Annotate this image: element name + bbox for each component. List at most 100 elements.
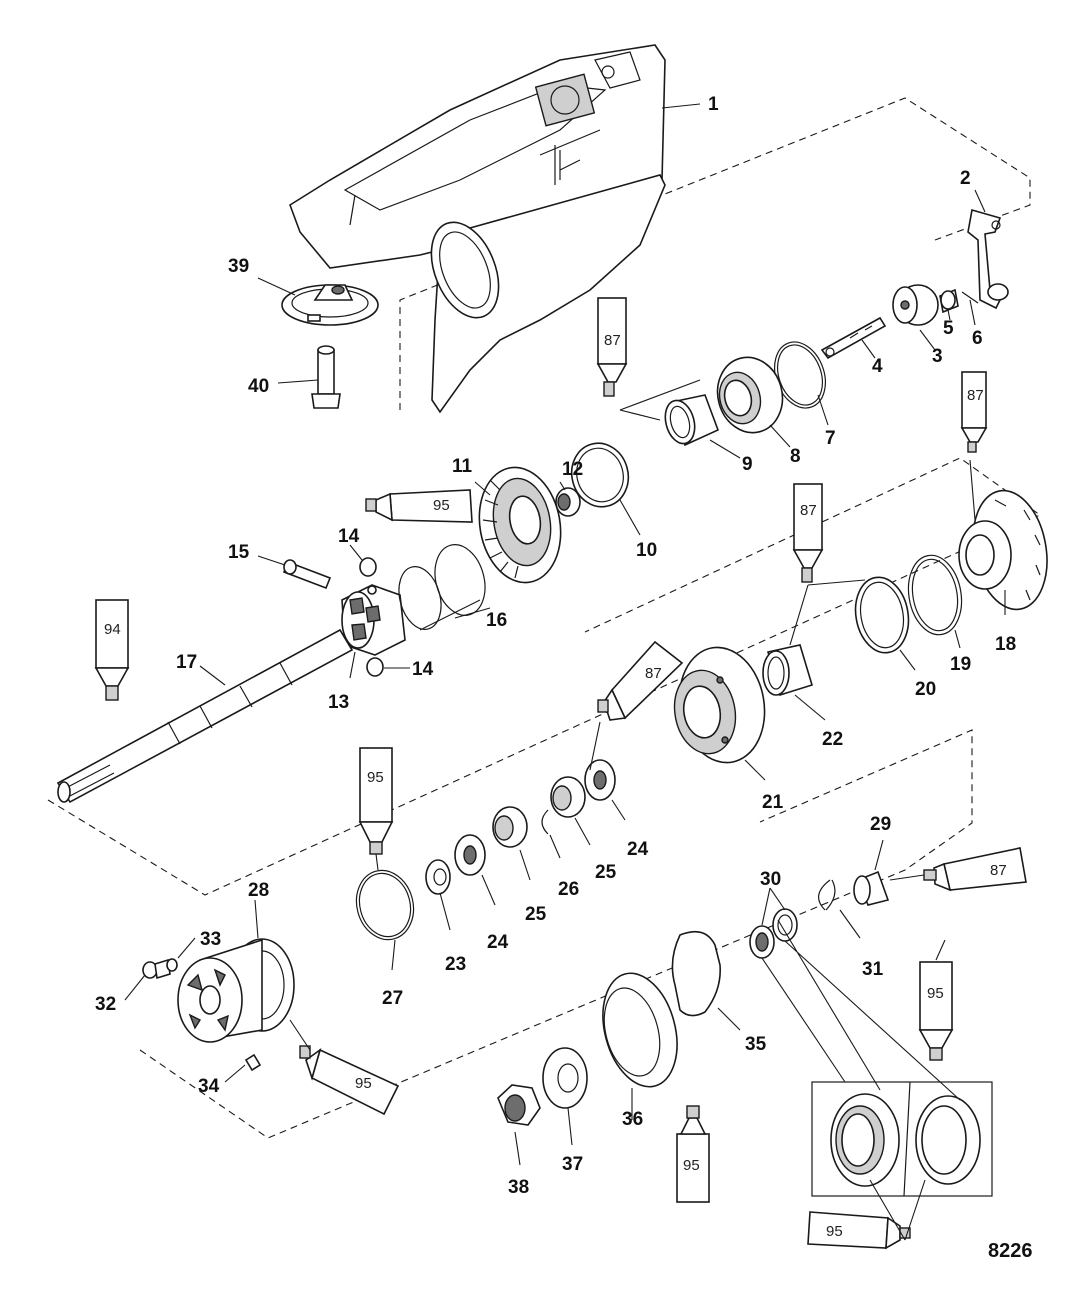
lubricant-tube-87-a: 87 <box>596 297 628 397</box>
bearing-25-right <box>550 776 586 818</box>
callout-13: 13 <box>328 692 349 713</box>
clutch-13 <box>341 584 406 656</box>
callout-9: 9 <box>742 454 753 475</box>
bushing-3 <box>892 284 939 326</box>
o-ring-19-inner <box>911 558 959 632</box>
callout-17: 17 <box>176 652 197 673</box>
propeller-shaft-17 <box>56 628 354 804</box>
seal-detail-inset <box>811 1081 993 1197</box>
cross-pin-14-bottom <box>366 657 384 677</box>
shim-10 <box>570 442 630 508</box>
callout-38: 38 <box>508 1177 529 1198</box>
o-ring-27-inner <box>358 872 412 938</box>
snap-ring-26 <box>541 809 549 835</box>
forward-gear-11 <box>478 466 562 584</box>
lubricant-tube-94: 94 <box>94 599 130 701</box>
lubricant-tube-95-d: 95 <box>676 1105 710 1203</box>
tab-washer-35 <box>671 930 722 1017</box>
cam-follower-15 <box>282 559 332 590</box>
callout-40: 40 <box>248 376 269 397</box>
washer-23 <box>425 859 451 895</box>
lubricant-tube-95-b: 95 <box>358 747 394 855</box>
bearing-25-left <box>492 806 528 848</box>
callout-36: 36 <box>622 1109 643 1130</box>
roller-bearing-12 <box>555 487 581 517</box>
callout-10: 10 <box>636 540 657 561</box>
callout-5: 5 <box>943 318 954 339</box>
bearing-carrier-8 <box>716 356 784 434</box>
lubricant-tube-95-a: 95 <box>365 489 473 523</box>
callout-19: 19 <box>950 654 971 675</box>
svg-text:95: 95 <box>433 497 450 514</box>
callout-34: 34 <box>198 1076 220 1097</box>
callout-26: 26 <box>558 879 579 900</box>
callout-32: 32 <box>95 994 116 1015</box>
retaining-ring-16 <box>398 544 486 630</box>
svg-text:87: 87 <box>800 502 817 519</box>
thrust-washer-24-right <box>584 759 616 801</box>
screw-40 <box>311 345 341 409</box>
callout-23: 23 <box>445 954 466 975</box>
assembly-outline-upper <box>399 97 1031 410</box>
assembly-outline-middle <box>47 457 1042 896</box>
seal-30-right <box>772 908 798 942</box>
pin-6 <box>961 291 979 304</box>
callout-25-right: 25 <box>595 862 617 883</box>
callout-14-bottom: 14 <box>412 659 434 680</box>
callout-37: 37 <box>562 1154 583 1175</box>
callout-24-right: 24 <box>627 839 649 860</box>
lubricant-tube-87-b: 87 <box>960 371 988 453</box>
figure-number: 8226 <box>988 1240 1033 1262</box>
gear-housing <box>289 44 666 414</box>
callout-4: 4 <box>872 356 883 377</box>
shift-shaft <box>820 316 887 360</box>
thrust-washer-24-left <box>454 834 486 876</box>
callout-20: 20 <box>915 679 936 700</box>
washer-37 <box>542 1047 588 1109</box>
callout-35: 35 <box>745 1034 767 1055</box>
svg-text:94: 94 <box>104 621 121 638</box>
callout-16: 16 <box>486 610 507 631</box>
callout-22: 22 <box>822 729 843 750</box>
callout-30: 30 <box>760 869 781 890</box>
callout-18: 18 <box>995 634 1016 655</box>
callout-7: 7 <box>825 428 836 449</box>
seal-30-left <box>749 925 775 959</box>
svg-text:95: 95 <box>367 769 384 786</box>
lubricant-tube-95-f: 95 <box>807 1211 911 1250</box>
pinion-gear-18 <box>958 489 1048 611</box>
shift-crank <box>967 208 1009 310</box>
callout-33: 33 <box>200 929 221 950</box>
washer-33 <box>166 958 178 972</box>
callout-27: 27 <box>382 988 403 1009</box>
callout-29: 29 <box>870 814 891 835</box>
anode-39 <box>281 284 379 326</box>
callout-15: 15 <box>228 542 250 563</box>
lockwasher-34 <box>244 1053 262 1072</box>
thrust-hub-36 <box>602 972 678 1088</box>
bearing-race-9 <box>664 394 720 447</box>
lubricant-tube-87-d: 87 <box>597 640 684 721</box>
bearing-carrier-28 <box>177 938 295 1043</box>
svg-text:87: 87 <box>990 862 1007 879</box>
svg-text:87: 87 <box>604 332 621 349</box>
callout-24-left: 24 <box>487 932 509 953</box>
callout-39: 39 <box>228 256 249 277</box>
lubricant-tube-87-c: 87 <box>792 483 824 583</box>
o-ring-19 <box>907 554 963 636</box>
callout-11: 11 <box>452 456 473 477</box>
svg-text:95: 95 <box>927 985 944 1002</box>
callout-6: 6 <box>972 328 983 349</box>
lubricant-tube-95-e: 95 <box>918 961 954 1061</box>
shim-20 <box>854 576 910 654</box>
callout-8: 8 <box>790 446 801 467</box>
leader-lines <box>124 103 1006 1241</box>
assembly-outline-lower <box>139 729 973 1139</box>
callout-21: 21 <box>762 792 784 813</box>
coupler-5 <box>939 288 959 314</box>
svg-text:87: 87 <box>967 387 984 404</box>
propeller-nut-38 <box>497 1084 541 1126</box>
bearing-carrier-21 <box>673 646 766 764</box>
callout-31: 31 <box>862 959 884 980</box>
